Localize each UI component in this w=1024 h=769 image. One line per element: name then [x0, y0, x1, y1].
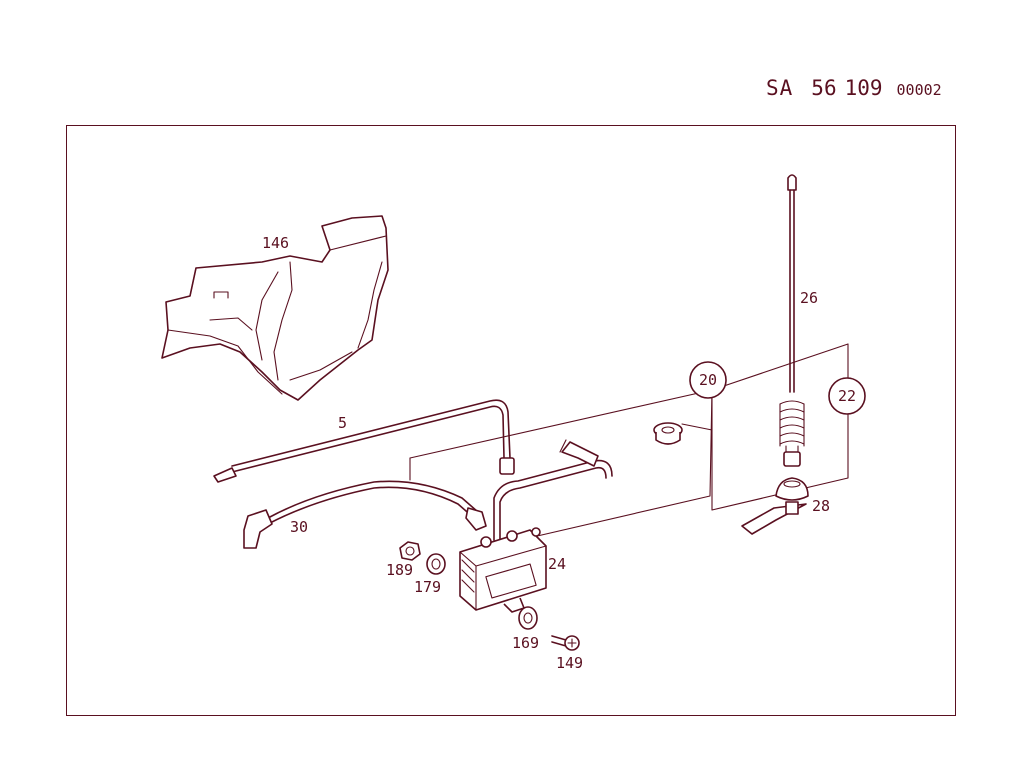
part-149-screw[interactable]	[551, 635, 580, 651]
part-179-washer[interactable]	[426, 553, 446, 575]
callout-22: 22	[838, 387, 856, 405]
antenna-panel-outline	[711, 343, 849, 511]
part-26-antenna-rod[interactable]	[779, 174, 805, 467]
part-146-fender-liner[interactable]	[161, 215, 389, 401]
diagram-frame	[66, 125, 956, 716]
callout-189: 189	[386, 561, 413, 579]
part-30-connector-cable[interactable]	[243, 480, 487, 549]
drawing-sheet: 00002	[896, 81, 942, 99]
drawing-number-header: SA 56 109 00002	[766, 76, 942, 100]
part-189-hex-nut[interactable]	[399, 541, 421, 561]
part-28-antenna-base[interactable]	[741, 477, 809, 535]
drawing-prefix: SA	[766, 76, 794, 100]
drawing-group: 56	[811, 76, 837, 100]
callout-24: 24	[548, 555, 566, 573]
callout-26: 26	[800, 289, 818, 307]
callout-30: 30	[290, 518, 308, 536]
part-5-antenna-cable[interactable]	[213, 399, 515, 483]
part-24-antenna-amplifier[interactable]	[459, 527, 547, 613]
callout-169: 169	[512, 634, 539, 652]
callout-149: 149	[556, 654, 583, 672]
callout-20: 20	[699, 371, 717, 389]
drawing-number: 109	[844, 76, 883, 100]
callout-179: 179	[414, 578, 441, 596]
callout-28: 28	[812, 497, 830, 515]
callout-5: 5	[338, 414, 347, 432]
mounting-plate-outline	[409, 389, 713, 541]
callout-circle-20: 20	[689, 361, 727, 399]
antenna-grommet[interactable]	[653, 422, 683, 445]
callout-circle-22: 22	[828, 377, 866, 415]
amplifier-lead-cable[interactable]	[493, 439, 613, 541]
callout-146: 146	[262, 234, 289, 252]
part-169-washer[interactable]	[518, 606, 538, 630]
